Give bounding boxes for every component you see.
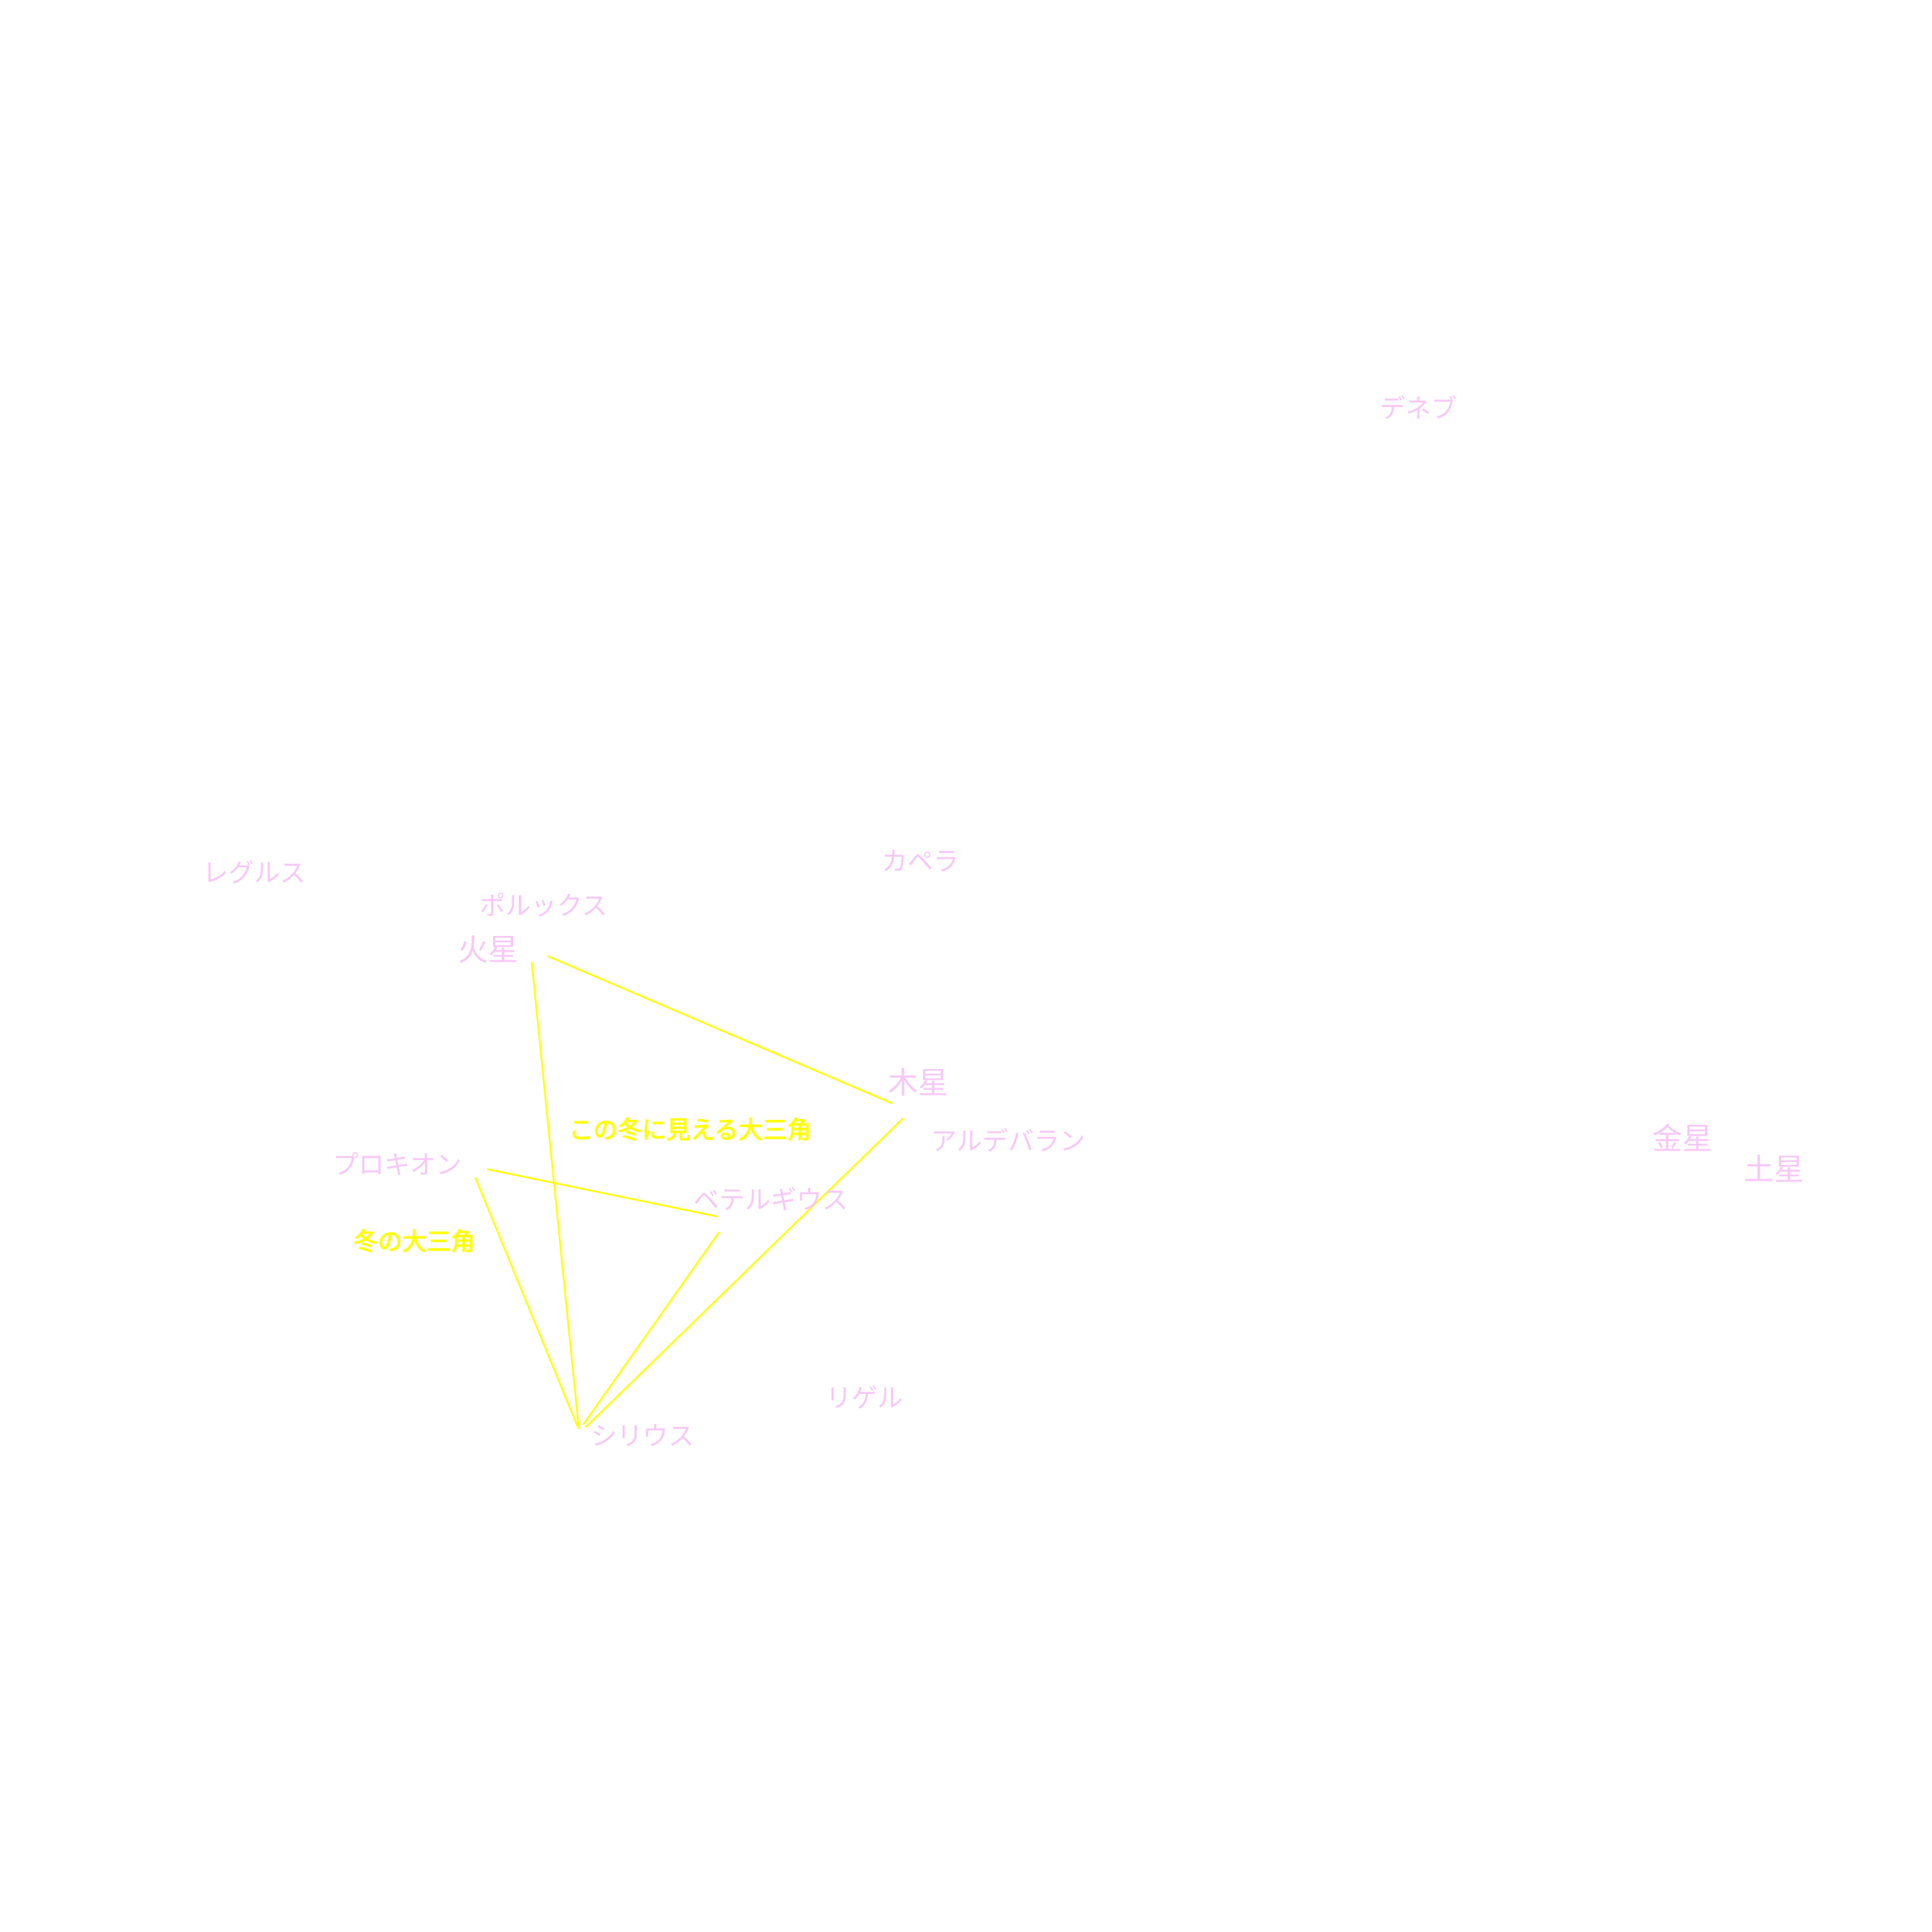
asterism-label-this-winter-triangle: この冬に見える大三角	[569, 1116, 811, 1145]
planet-label-jupiter: 木星	[888, 1065, 949, 1101]
asterism-label-winter-triangle: 冬の大三角	[353, 1228, 475, 1257]
planet-label-mars: 火星	[458, 932, 519, 967]
star-label-betelgeuse: ベテルギウス	[693, 1186, 849, 1215]
star-label-sirius: シリウス	[591, 1422, 695, 1451]
star-label-rigel: リゲル	[826, 1384, 904, 1413]
star-label-capella: カペラ	[882, 847, 960, 877]
line-jupiter-sirius	[585, 1118, 904, 1428]
planet-label-saturn: 土星	[1744, 1152, 1805, 1187]
star-label-aldebaran: アルデバラン	[931, 1127, 1085, 1156]
star-label-deneb: デネブ	[1380, 394, 1458, 424]
line-mars-jupiter	[547, 955, 893, 1105]
star-label-procyon: プロキオン	[333, 1151, 462, 1180]
line-procyon-sirius	[474, 1176, 579, 1427]
star-label-regulus: レグルス	[203, 859, 306, 888]
planet-label-venus: 金星	[1652, 1121, 1713, 1156]
star-label-pollux: ポルックス	[479, 892, 608, 921]
line-procyon-betelgeuse	[487, 1168, 718, 1218]
line-betelgeuse-sirius	[582, 1231, 721, 1425]
line-mars-sirius	[530, 961, 580, 1430]
